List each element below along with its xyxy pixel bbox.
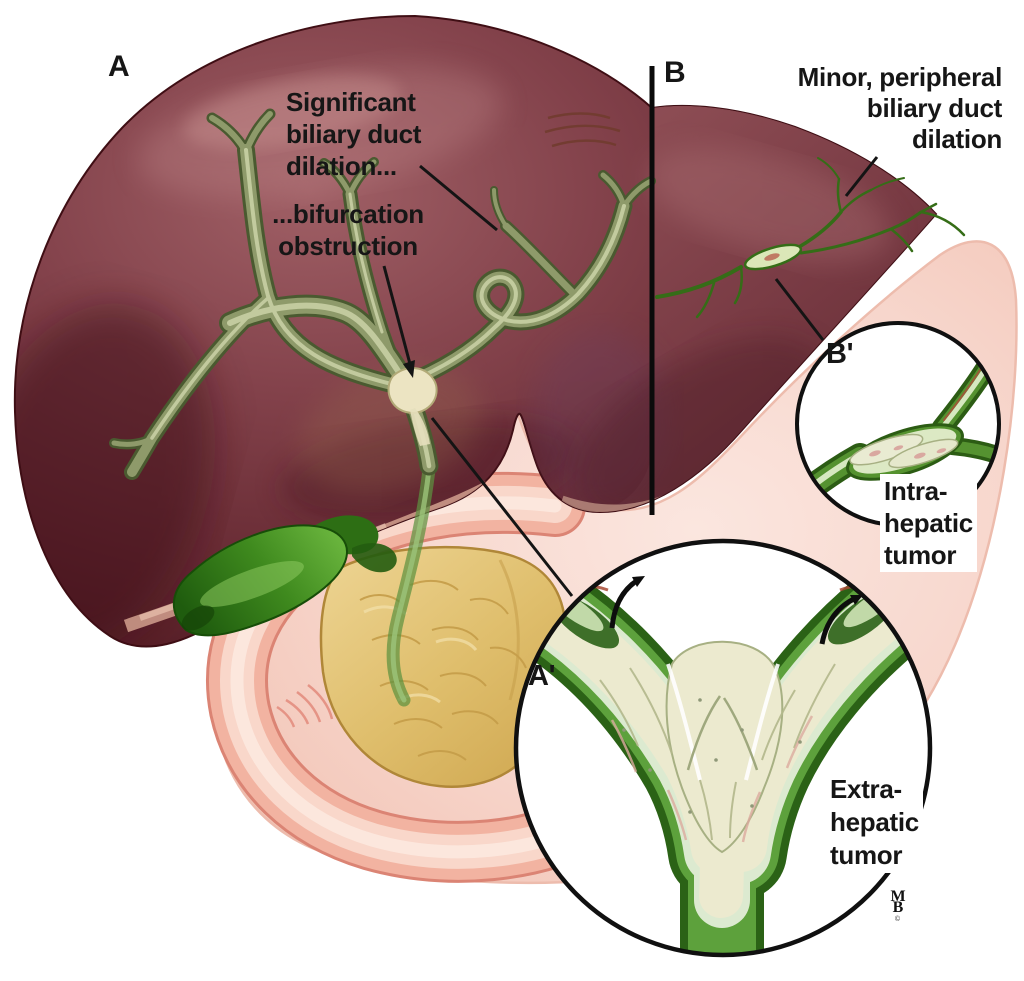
dilated-biliary-tree-a [109, 108, 656, 480]
panel-label-a: A [108, 50, 130, 83]
leader-significant-dilation [419, 164, 498, 232]
annotation-significant-dilation: Significant biliary duct dilation... [286, 87, 422, 181]
gallbladder [172, 515, 397, 637]
leader-to-inset-b [774, 278, 825, 341]
annotation-extrahepatic-tumor: Extra- hepatic tumor [826, 772, 923, 873]
backflow-arrows [609, 576, 863, 645]
liver-surface-creases [544, 112, 621, 148]
annotation-minor-dilation: Minor, peripheral biliary duct dilation [797, 62, 1003, 154]
tumor-texture [599, 663, 836, 841]
leader-to-inset-a [430, 417, 574, 597]
annotation-intrahepatic-tumor: Intra- hepatic tumor [880, 474, 977, 572]
peripheral-biliary-tree-b [655, 157, 966, 319]
inset-a-circle [513, 538, 933, 958]
duodenal-folds [276, 684, 334, 728]
minor-dilated-segment [743, 243, 803, 271]
leader-minor-dilation [844, 156, 879, 197]
common-bile-duct [386, 453, 437, 707]
inset-label-b-prime: B' [826, 338, 854, 370]
arrowhead-obstruction [403, 360, 415, 378]
bifurcation-tumor [387, 367, 438, 446]
monogram-initial-bottom: B [892, 899, 904, 916]
leader-lines [382, 156, 879, 597]
annotation-bifurcation-obstruction: ...bifurcation obstruction [272, 199, 424, 261]
panel-label-b: B [664, 56, 686, 89]
tumor-speckles [622, 698, 802, 814]
monogram-initial-top: M [890, 888, 906, 905]
leader-bifurcation-obstruction [382, 265, 412, 365]
intrahepatic-tumor-mass [846, 423, 964, 481]
monogram-note: © [894, 916, 902, 923]
inset-label-a-prime: A' [528, 660, 556, 692]
artist-monogram: M B © [880, 888, 916, 924]
inset-a-prime [513, 538, 933, 958]
